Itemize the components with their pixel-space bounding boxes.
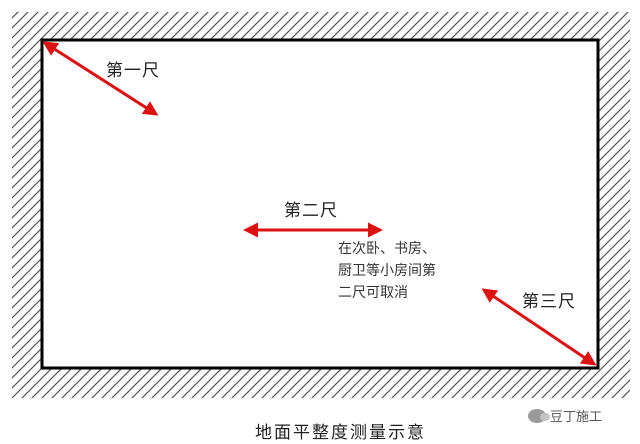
ruler-3-arrow (481, 288, 597, 366)
ruler-1-label: 第一尺 (106, 61, 160, 81)
watermark-text: 豆丁施工 (550, 410, 603, 425)
diagram-caption: 地面平整度测量示意 (255, 423, 426, 443)
ruler-1-arrow (42, 41, 159, 116)
second-ruler-note: 在次卧、书房、 厨卫等小房间第 二尺可取消 (338, 238, 436, 304)
note-line: 在次卧、书房、 (338, 241, 436, 257)
note-line: 厨卫等小房间第 (338, 263, 436, 279)
note-line: 二尺可取消 (338, 285, 408, 301)
watermark: 豆丁施工 (528, 406, 602, 425)
wechat-icon (528, 408, 550, 423)
ruler-3-label: 第三尺 (522, 292, 576, 312)
ruler-2-label: 第二尺 (284, 201, 338, 221)
